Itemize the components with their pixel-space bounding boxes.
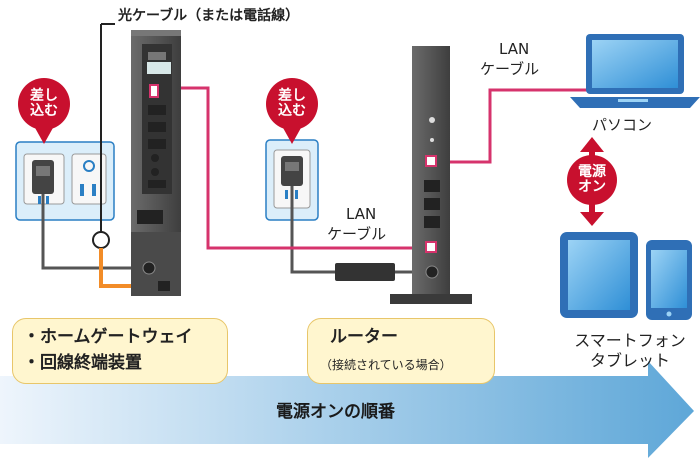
fiber-cable-label: 光ケーブル（または電話線） — [118, 8, 300, 24]
lan-cable-mid-label-1: LAN — [346, 205, 377, 223]
plug-in-badge-2-text: 差し 込む — [278, 88, 306, 119]
plug-in-badge-1 — [18, 78, 70, 144]
plug-in-badge-2 — [266, 78, 318, 144]
wall-outlet-1 — [15, 141, 115, 221]
router-label-title: ルーター — [330, 327, 398, 347]
gateway-label-box: ・ホームゲートウェイ ・回線終端装置 — [12, 318, 228, 384]
router-label-box: ルーター （接続されている場合） — [307, 318, 495, 384]
router-device — [390, 46, 472, 304]
smartphone-tablet-label: スマートフォン タブレット — [574, 331, 686, 370]
lan-cable-top-label-1: LAN — [499, 40, 530, 58]
router-label-sub: （接続されている場合） — [320, 358, 452, 372]
wall-outlet-2 — [265, 139, 319, 221]
ac-adapter — [335, 263, 395, 281]
home-gateway-device — [131, 30, 181, 296]
power-sequence-label: 電源オンの順番 — [276, 402, 395, 422]
lan-cable-mid-label-2: ケーブル — [327, 225, 387, 243]
gateway-label-1: ・ホームゲートウェイ — [23, 327, 193, 347]
pc-label: パソコン — [592, 116, 653, 134]
lan-cables — [158, 86, 596, 250]
smartphone-icon — [646, 240, 692, 320]
laptop-icon — [570, 34, 700, 108]
lan-cable-top-label-2: ケーブル — [480, 60, 540, 78]
tablet-icon — [560, 232, 638, 318]
power-on-badge-text: 電源 オン — [578, 164, 606, 195]
plug-in-badge-1-text: 差し 込む — [30, 88, 58, 119]
power-sequence-arrow — [0, 361, 694, 458]
gateway-label-2: ・回線終端装置 — [23, 353, 142, 373]
power-on-badge — [567, 155, 617, 205]
